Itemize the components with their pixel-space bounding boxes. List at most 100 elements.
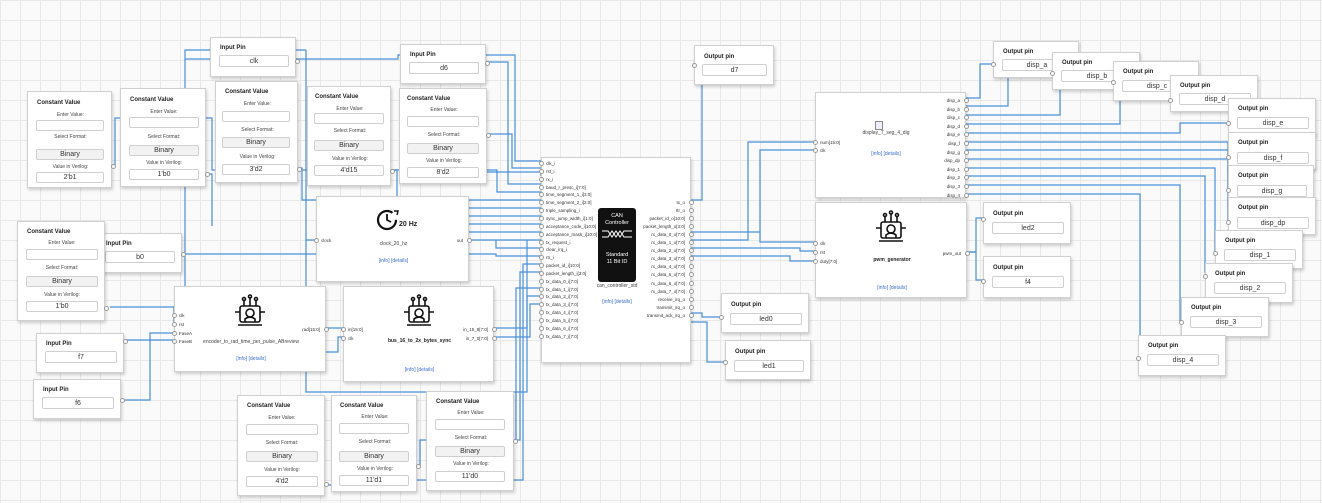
output-port[interactable] xyxy=(689,296,694,302)
output-pin-disp-4[interactable]: Output pin disp_4 xyxy=(1136,335,1226,376)
output-pin-disp-3[interactable]: Output pin disp_3 xyxy=(1179,297,1269,337)
input-port[interactable] xyxy=(813,250,818,255)
input-port[interactable] xyxy=(719,315,724,320)
input-port[interactable] xyxy=(341,327,346,332)
output-port[interactable] xyxy=(492,336,497,341)
output-port[interactable] xyxy=(689,304,694,310)
constant-value-node[interactable]: Constant Value Enter Value: Select Forma… xyxy=(120,88,210,187)
pin-name-field[interactable]: led2 xyxy=(992,222,1064,234)
constant-value-node[interactable]: Constant Value Enter Value: Select Forma… xyxy=(399,88,491,184)
output-port[interactable] xyxy=(689,208,694,214)
output-port[interactable] xyxy=(689,288,694,294)
input-port[interactable] xyxy=(1111,80,1116,85)
pin-name-field[interactable]: disp_2 xyxy=(1214,282,1286,294)
input-port[interactable] xyxy=(539,255,544,261)
output-pin-f4[interactable]: Output pin f4 xyxy=(981,256,1071,298)
pin-name-field[interactable]: disp_1 xyxy=(1224,249,1296,261)
output-port[interactable] xyxy=(964,149,969,155)
output-pin-led0[interactable]: Output pin led0 xyxy=(719,293,809,333)
value-input[interactable] xyxy=(407,116,479,127)
input-port[interactable] xyxy=(539,161,544,166)
input-port[interactable] xyxy=(539,200,544,206)
input-port[interactable] xyxy=(1226,121,1231,126)
input-port[interactable] xyxy=(1213,251,1218,256)
input-port[interactable] xyxy=(539,192,544,198)
input-port[interactable] xyxy=(981,217,986,222)
input-pin-clk[interactable]: Input Pin clk xyxy=(210,37,300,77)
input-port[interactable] xyxy=(1226,188,1231,193)
output-port[interactable] xyxy=(964,158,969,164)
input-port[interactable] xyxy=(813,148,818,153)
output-port[interactable] xyxy=(689,272,694,278)
pin-name-field[interactable]: disp_dp xyxy=(1237,217,1309,229)
constant-value-node[interactable]: Constant Value Enter Value: Select Forma… xyxy=(331,395,421,492)
value-input[interactable] xyxy=(339,423,409,434)
info-details-link[interactable]: [info] [details] xyxy=(404,367,435,373)
value-input[interactable] xyxy=(222,111,290,122)
constant-value-node[interactable]: Constant Value Enter Value: Select Forma… xyxy=(27,91,116,188)
pin-name-field[interactable]: f6 xyxy=(42,397,114,409)
pin-name-field[interactable]: f7 xyxy=(45,351,117,363)
constant-value-node[interactable]: Constant Value Enter Value: Select Forma… xyxy=(215,81,302,183)
input-port[interactable] xyxy=(341,336,346,341)
input-port[interactable] xyxy=(813,241,818,246)
output-port[interactable] xyxy=(965,251,970,256)
input-port[interactable] xyxy=(314,238,319,243)
input-port[interactable] xyxy=(1226,155,1231,160)
output-port[interactable] xyxy=(964,175,969,181)
input-port[interactable] xyxy=(539,247,544,253)
input-pin-f6[interactable]: Input Pin f6 xyxy=(33,379,125,419)
input-port[interactable] xyxy=(539,176,544,182)
format-select[interactable]: Binary xyxy=(435,446,505,457)
pin-name-field[interactable]: d6 xyxy=(409,62,479,74)
input-port[interactable] xyxy=(172,322,177,327)
constant-value-node[interactable]: Constant Value Enter Value: Select Forma… xyxy=(237,395,329,496)
output-pin-disp-1[interactable]: Output pin disp_1 xyxy=(1213,230,1303,269)
input-port[interactable] xyxy=(692,63,697,68)
output-port[interactable] xyxy=(467,238,472,243)
format-select[interactable]: Binary xyxy=(314,140,384,151)
input-port[interactable] xyxy=(1179,320,1184,325)
output-port[interactable] xyxy=(416,464,421,469)
output-port[interactable] xyxy=(689,256,694,262)
output-port[interactable] xyxy=(964,184,969,189)
info-details-link[interactable]: [info] [details] xyxy=(602,299,632,305)
input-port[interactable] xyxy=(539,239,544,245)
input-port[interactable] xyxy=(539,231,544,237)
input-pin-f7[interactable]: Input Pin f7 xyxy=(36,333,128,373)
format-select[interactable]: Binary xyxy=(36,149,104,160)
output-port[interactable] xyxy=(104,306,109,311)
input-port[interactable] xyxy=(539,325,544,331)
output-port[interactable] xyxy=(485,61,490,66)
output-pin-disp-dp[interactable]: Output pin disp_dp xyxy=(1226,197,1316,235)
input-port[interactable] xyxy=(539,168,544,174)
input-port[interactable] xyxy=(1168,98,1173,103)
input-port[interactable] xyxy=(539,302,544,308)
output-pin-d7[interactable]: Output pin d7 xyxy=(692,45,774,85)
input-port[interactable] xyxy=(723,360,728,365)
input-port[interactable] xyxy=(1136,356,1141,361)
output-port[interactable] xyxy=(689,200,694,205)
input-port[interactable] xyxy=(539,223,544,229)
pin-name-field[interactable]: d7 xyxy=(702,64,767,76)
input-port[interactable] xyxy=(991,62,996,67)
output-port[interactable] xyxy=(964,141,969,146)
output-port[interactable] xyxy=(964,115,969,121)
output-port[interactable] xyxy=(964,106,969,112)
input-port[interactable] xyxy=(539,310,544,316)
format-select[interactable]: Binary xyxy=(26,276,98,287)
input-port[interactable] xyxy=(1203,274,1208,279)
info-details-link[interactable]: [info] [details] xyxy=(236,356,266,362)
format-select[interactable]: Binary xyxy=(129,145,199,156)
output-port[interactable] xyxy=(295,59,300,64)
output-port[interactable] xyxy=(689,232,694,238)
output-port[interactable] xyxy=(689,224,694,230)
input-port[interactable] xyxy=(172,313,177,318)
pin-name-field[interactable]: led0 xyxy=(730,313,802,325)
info-details-link[interactable]: [info] [details] xyxy=(871,151,901,157)
output-port[interactable] xyxy=(964,192,969,198)
output-pin-disp-g[interactable]: Output pin disp_g xyxy=(1226,165,1314,203)
value-input[interactable] xyxy=(435,419,505,430)
